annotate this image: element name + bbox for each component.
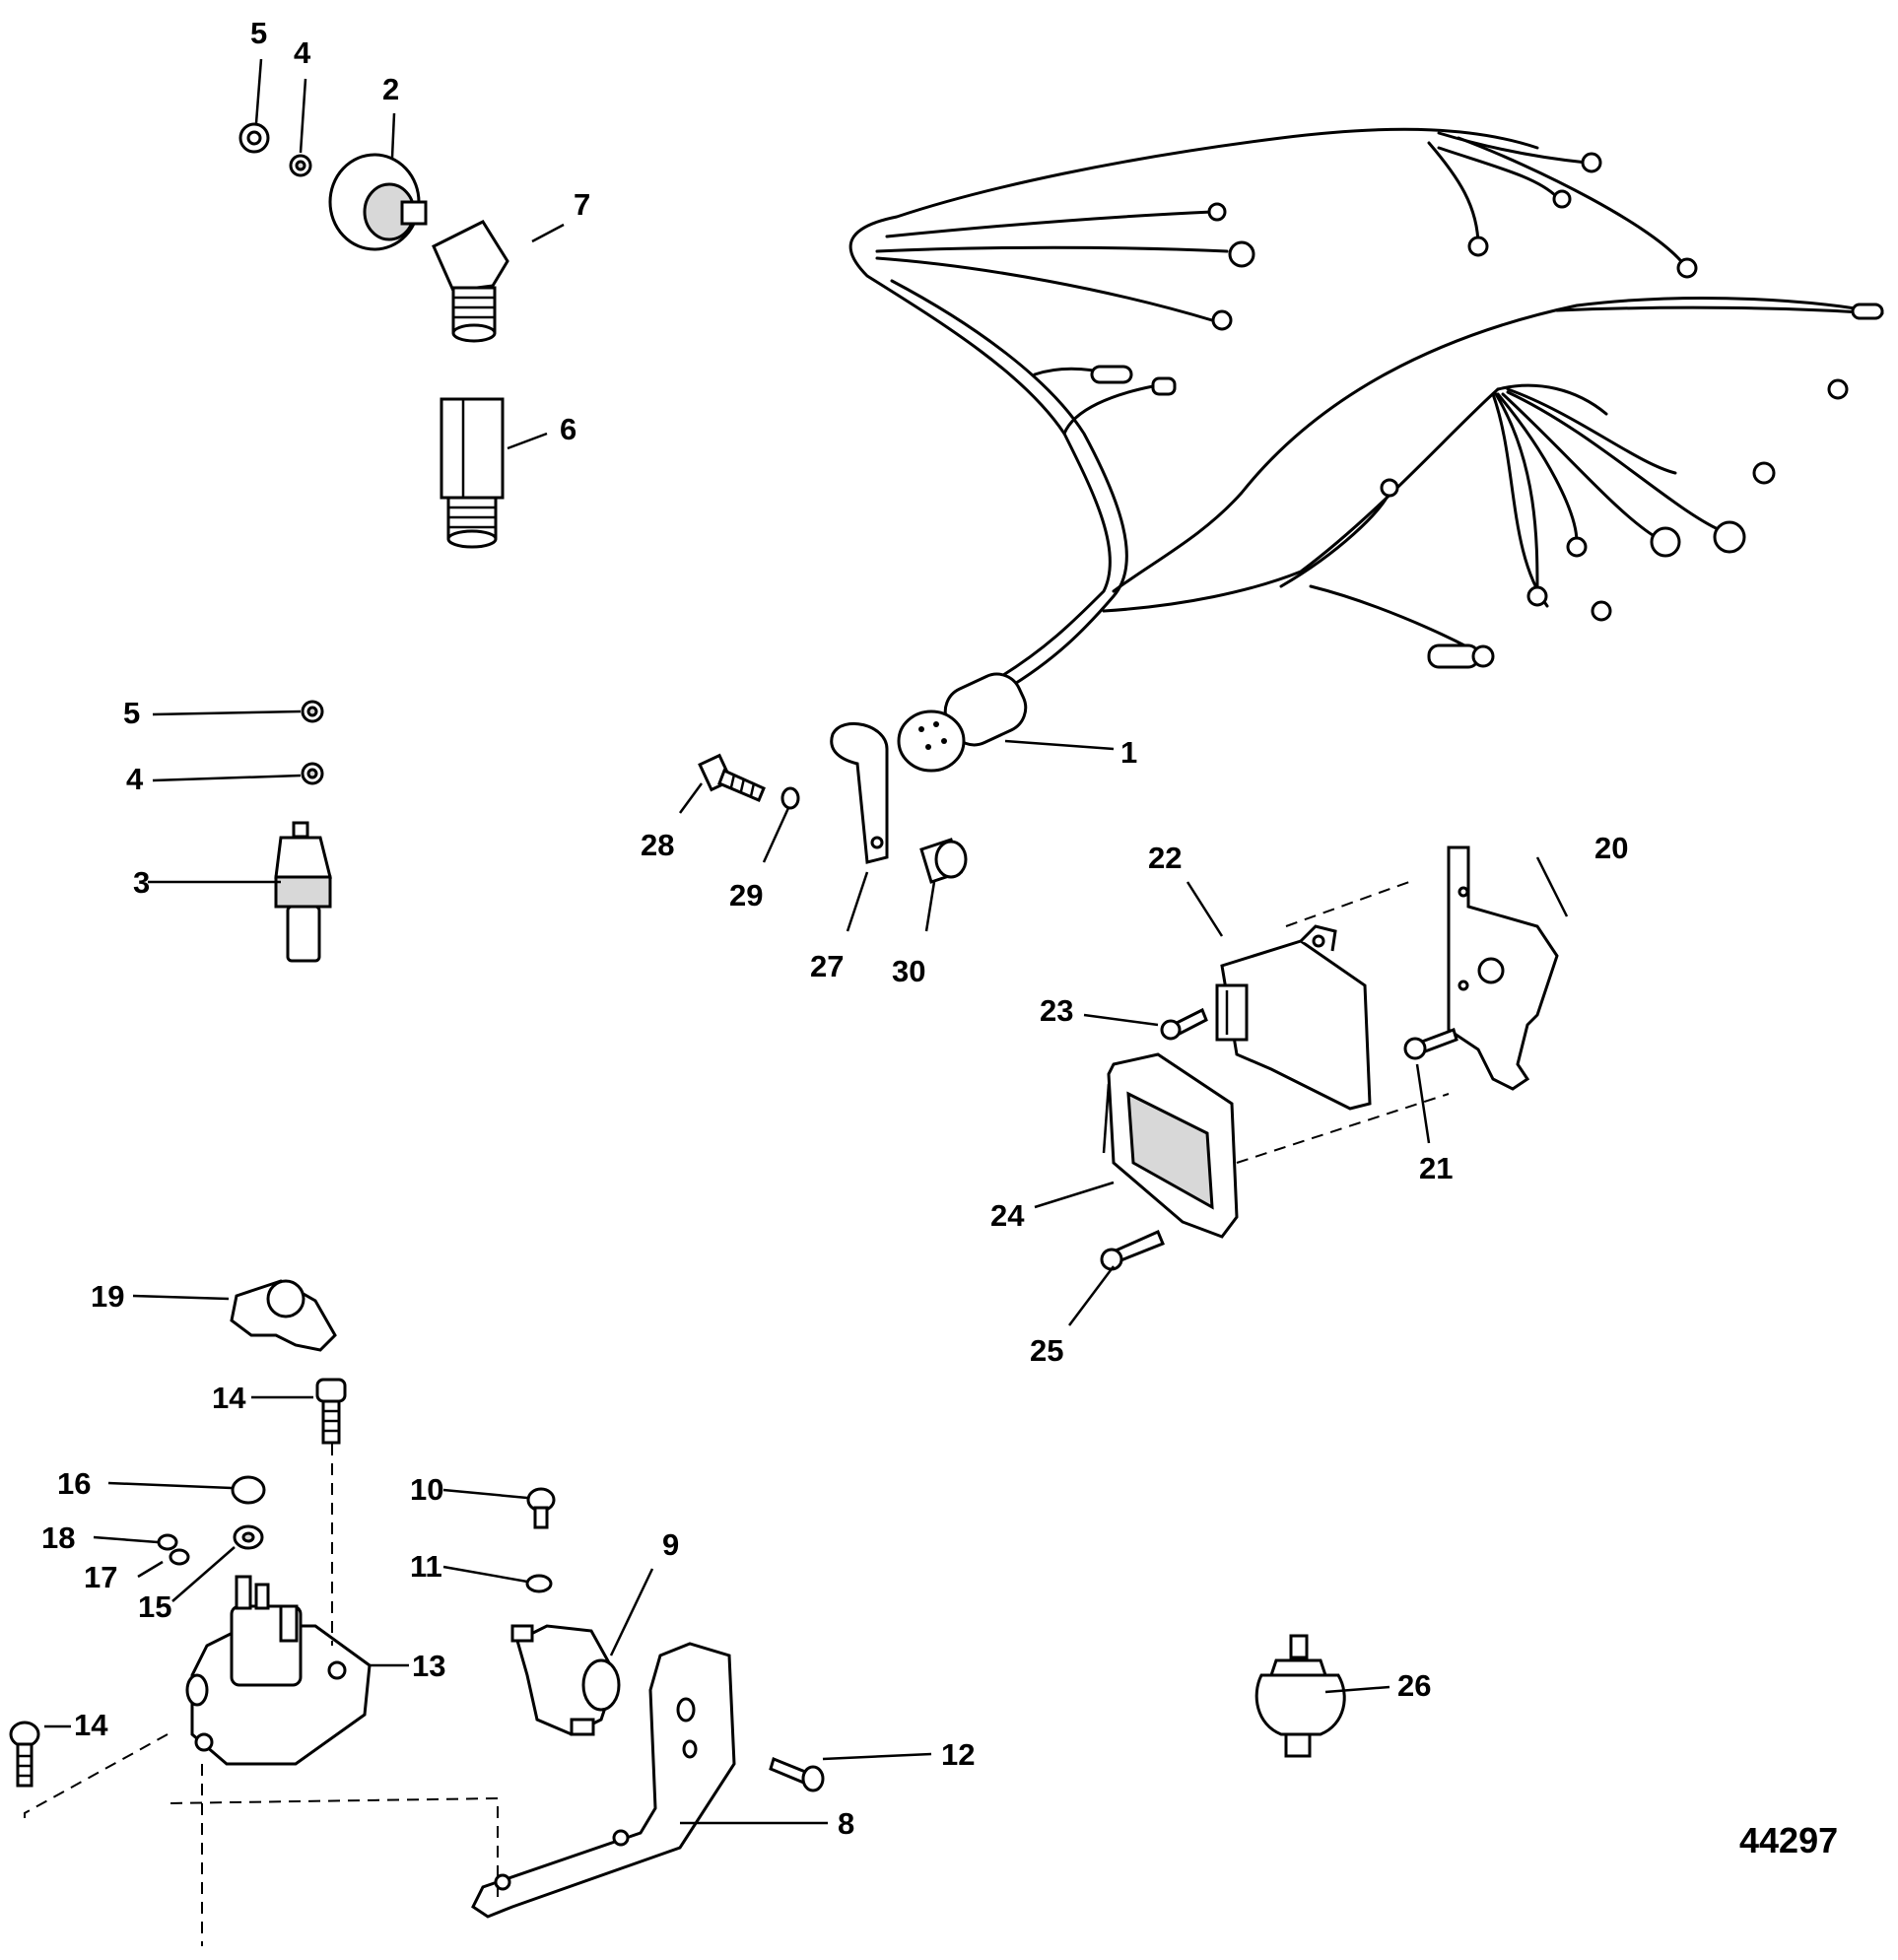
callout-20: 20 (1594, 831, 1629, 865)
wiring-harness (848, 127, 1884, 773)
screw-part-25 (1100, 1230, 1165, 1271)
washer-part-29 (780, 786, 800, 810)
screw-part-12 (769, 1756, 825, 1792)
callout-5-top: 5 (250, 16, 268, 50)
callout-17: 17 (84, 1560, 118, 1594)
screw-part-10 (526, 1487, 556, 1529)
washer-part-4-middle (301, 762, 324, 785)
ignition-module-part-22 (1215, 924, 1372, 1111)
callout-9: 9 (662, 1527, 680, 1562)
nut-part-16 (231, 1475, 266, 1505)
temperature-sender-part-3 (274, 821, 332, 963)
callout-30: 30 (892, 954, 926, 988)
callout-4-middle: 4 (126, 762, 144, 796)
callout-1: 1 (1120, 735, 1138, 770)
callout-21: 21 (1419, 1151, 1454, 1185)
bracket-part-20 (1447, 845, 1559, 1091)
callout-7: 7 (574, 187, 591, 222)
washer-part-17 (169, 1548, 190, 1566)
callout-14-bottom: 14 (74, 1708, 108, 1742)
callout-25: 25 (1030, 1333, 1064, 1368)
callout-24: 24 (990, 1198, 1025, 1233)
callout-10: 10 (410, 1472, 444, 1507)
callout-11: 11 (410, 1549, 442, 1584)
callout-14-top: 14 (212, 1381, 246, 1415)
callout-26: 26 (1397, 1668, 1432, 1703)
callout-4-top: 4 (294, 35, 311, 70)
callout-23: 23 (1040, 993, 1074, 1028)
callout-15: 15 (138, 1589, 172, 1624)
boot-part-19 (230, 1279, 337, 1352)
circuit-breaker-part-9 (510, 1624, 621, 1736)
callout-27: 27 (810, 949, 845, 983)
adapter-fitting-part-6 (440, 397, 505, 549)
clamp-part-27 (830, 721, 889, 864)
callout-16: 16 (57, 1466, 92, 1501)
screw-part-21 (1403, 1028, 1458, 1060)
callout-6: 6 (560, 412, 577, 446)
washer-part-11 (525, 1574, 553, 1593)
washer-part-4-top (289, 154, 312, 177)
screw-part-14-top (315, 1378, 347, 1445)
callout-28: 28 (641, 828, 675, 862)
elbow-fitting-part-7 (432, 220, 509, 343)
callout-22: 22 (1148, 841, 1183, 875)
callout-8: 8 (838, 1806, 855, 1841)
callout-18: 18 (41, 1521, 76, 1555)
knock-sensor-part-26 (1254, 1634, 1346, 1758)
washer-part-15 (233, 1524, 264, 1550)
callout-2: 2 (382, 72, 400, 106)
nut-part-18 (157, 1533, 178, 1551)
callout-29: 29 (729, 878, 764, 912)
callout-5-middle: 5 (123, 696, 141, 730)
oil-pressure-sender-part-2 (328, 153, 428, 251)
nut-part-5-top (238, 122, 270, 154)
nut-part-5-middle (301, 700, 324, 723)
figure-number: 44297 (1739, 1820, 1839, 1860)
callout-19: 19 (91, 1279, 125, 1314)
starter-solenoid-part-13 (185, 1575, 372, 1766)
bolt-part-28 (698, 753, 766, 802)
callout-12: 12 (941, 1737, 976, 1772)
control-module-part-24 (1102, 1052, 1239, 1239)
bracket-part-8 (471, 1642, 736, 1919)
callout-3: 3 (133, 865, 151, 900)
screw-part-14-bottom (9, 1721, 40, 1788)
screw-part-23 (1160, 1007, 1208, 1041)
callout-13: 13 (412, 1649, 446, 1683)
spacer-part-30 (919, 838, 968, 884)
